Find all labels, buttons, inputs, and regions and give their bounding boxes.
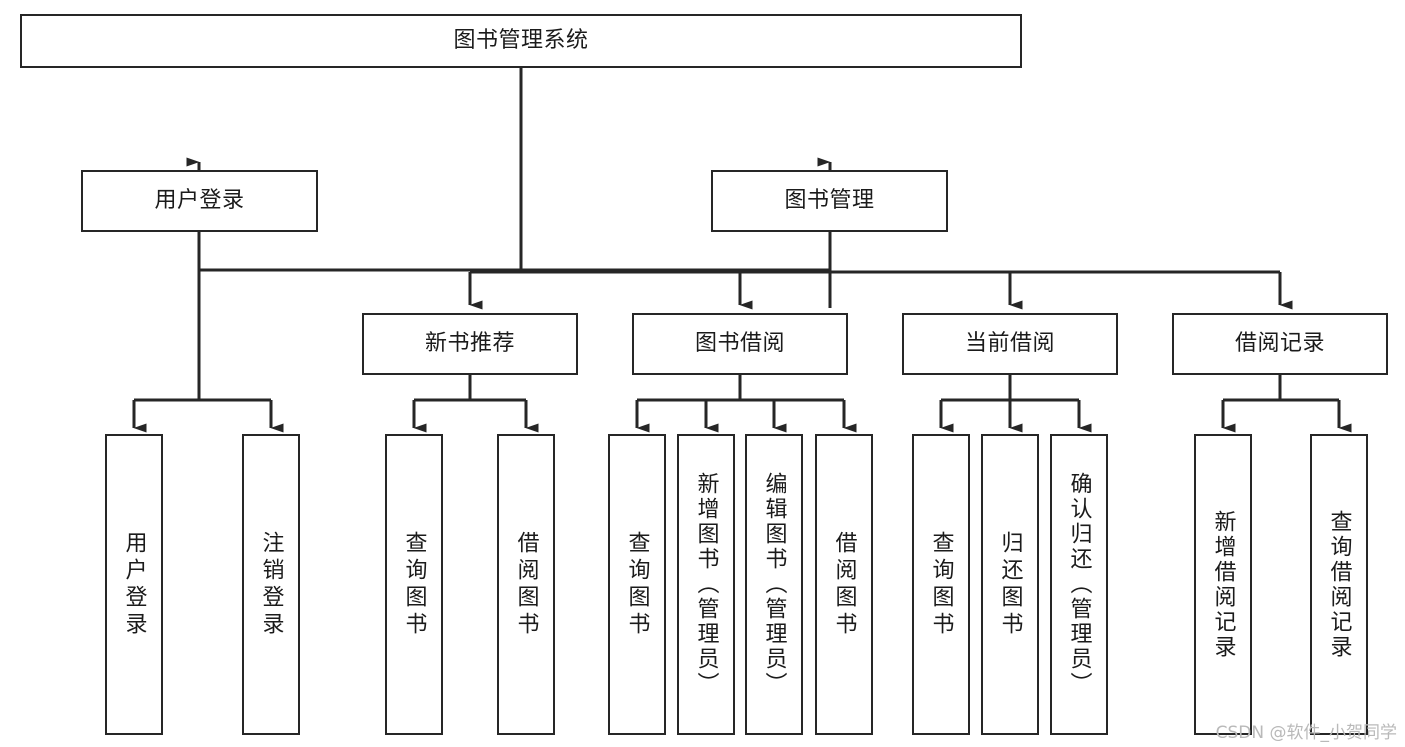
- node-book-borrow[interactable]: 图书借阅: [632, 313, 848, 375]
- node-label: 查询图书: [401, 530, 427, 639]
- node-leaf-add-borrow-record[interactable]: 新增借阅记录: [1194, 434, 1252, 735]
- node-label: 图书借阅: [694, 331, 785, 357]
- node-borrow-record[interactable]: 借阅记录: [1172, 313, 1388, 375]
- node-new-book-recommend[interactable]: 新书推荐: [362, 313, 578, 375]
- node-leaf-logout[interactable]: 注销登录: [242, 434, 300, 735]
- node-leaf-borrow-book[interactable]: 借阅图书: [815, 434, 873, 735]
- node-label: 注销登录: [258, 530, 284, 639]
- node-leaf-edit-book-admin[interactable]: 编辑图书（管理员）: [745, 434, 803, 735]
- node-label: 查询借阅记录: [1326, 509, 1352, 660]
- node-leaf-query-book-recommend[interactable]: 查询图书: [385, 434, 443, 735]
- node-leaf-user-login[interactable]: 用户登录: [105, 434, 163, 735]
- node-user-login[interactable]: 用户登录: [81, 170, 318, 232]
- node-label: 用户登录: [121, 530, 147, 639]
- node-label: 图书管理系统: [453, 28, 589, 54]
- node-root-book-management-system[interactable]: 图书管理系统: [20, 14, 1022, 68]
- node-label: 借阅记录: [1234, 331, 1325, 357]
- node-label: 查询图书: [928, 530, 954, 639]
- csdn-watermark: CSDN @软件_小贺同学: [1215, 723, 1397, 743]
- node-current-borrow[interactable]: 当前借阅: [902, 313, 1118, 375]
- node-leaf-confirm-return-admin[interactable]: 确认归还（管理员）: [1050, 434, 1108, 735]
- node-label: 借阅图书: [831, 530, 857, 639]
- node-label: 确认归还（管理员）: [1066, 472, 1092, 697]
- node-leaf-query-borrow-record[interactable]: 查询借阅记录: [1310, 434, 1368, 735]
- node-book-management[interactable]: 图书管理: [711, 170, 948, 232]
- node-label: 查询图书: [624, 530, 650, 639]
- node-leaf-add-book-admin[interactable]: 新增图书（管理员）: [677, 434, 735, 735]
- node-label: 借阅图书: [513, 530, 539, 639]
- node-leaf-query-book-borrow[interactable]: 查询图书: [608, 434, 666, 735]
- node-label: 用户登录: [154, 188, 245, 214]
- node-label: 新书推荐: [424, 331, 515, 357]
- node-label: 编辑图书（管理员）: [761, 472, 787, 697]
- node-label: 当前借阅: [964, 331, 1055, 357]
- node-label: 新增借阅记录: [1210, 509, 1236, 660]
- node-leaf-return-book[interactable]: 归还图书: [981, 434, 1039, 735]
- node-label: 图书管理: [784, 188, 875, 214]
- node-leaf-borrow-book-recommend[interactable]: 借阅图书: [497, 434, 555, 735]
- node-label: 归还图书: [997, 530, 1023, 639]
- node-leaf-query-book-current[interactable]: 查询图书: [912, 434, 970, 735]
- node-label: 新增图书（管理员）: [693, 472, 719, 697]
